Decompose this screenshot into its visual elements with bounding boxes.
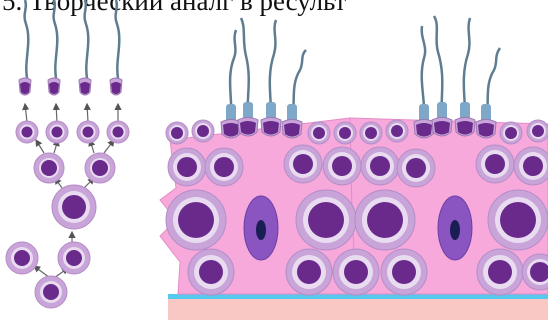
- spermatozoa-group: [221, 18, 306, 138]
- secondary-spermatocyte-cell: [476, 145, 514, 183]
- epithelium-panel: [160, 16, 548, 320]
- secondary-spermatocyte-cell: [323, 147, 361, 185]
- spermatogonium-cell: [6, 242, 38, 274]
- secondary-spermatocyte-cell: [205, 148, 243, 186]
- spermatid-cell: [527, 120, 548, 142]
- spermatogonium-cell: [286, 249, 332, 295]
- secondary-spermatocyte-cell: [168, 148, 206, 186]
- spermatid-cell: [334, 122, 356, 144]
- spermatid-cell: [46, 121, 68, 143]
- spermatozoon-head: [476, 120, 496, 139]
- spermatozoon: [79, 0, 91, 95]
- spermatozoa-group: [414, 16, 500, 138]
- secondary-spermatocyte-cell: [284, 145, 322, 183]
- spermatogonium-cell: [188, 249, 234, 295]
- secondary-spermatocyte-cell: [514, 147, 548, 185]
- secondary-spermatocyte-cell: [361, 147, 399, 185]
- spermatozoon-head: [238, 118, 258, 137]
- primary-spermatocyte-cell: [488, 190, 548, 250]
- spermatogonium-cell: [381, 249, 427, 295]
- spermatogonium-cell: [58, 242, 90, 274]
- spermatozoon: [48, 0, 60, 95]
- spermatid-cell: [77, 121, 99, 143]
- spermatid-cell: [500, 122, 522, 144]
- spermatogonium-cell: [333, 249, 379, 295]
- sertoli-nucleus: [438, 196, 472, 260]
- spermatozoon: [19, 0, 31, 95]
- spermatid-cell: [107, 121, 129, 143]
- spermatid-cell: [386, 120, 408, 142]
- spermatogonium-cell: [35, 276, 67, 308]
- spermatid-cell: [166, 122, 188, 144]
- spermatozoon-head: [261, 118, 281, 137]
- primary-spermatocyte-cell: [355, 190, 415, 250]
- secondary-spermatocyte-cell: [85, 153, 115, 183]
- primary-spermatocyte-cell: [166, 190, 226, 250]
- spermatid-cell: [192, 120, 214, 142]
- secondary-spermatocyte-cell: [397, 149, 435, 187]
- spermatozoon-head: [455, 118, 475, 137]
- secondary-spermatocyte-cell: [34, 153, 64, 183]
- spermatid-cell: [16, 121, 38, 143]
- spermatid-cell: [360, 122, 382, 144]
- lineage-panel: [6, 0, 129, 308]
- primary-spermatocyte-cell: [52, 185, 96, 229]
- spermatozoon-head: [282, 120, 302, 139]
- primary-spermatocyte-cell: [296, 190, 356, 250]
- spermatid-cell: [308, 122, 330, 144]
- spermatozoon: [110, 0, 122, 95]
- sertoli-nucleus: [244, 196, 278, 260]
- spermatogonium-cell: [477, 249, 523, 295]
- spermatozoon-head: [414, 120, 434, 139]
- spermatozoon-head: [432, 118, 452, 137]
